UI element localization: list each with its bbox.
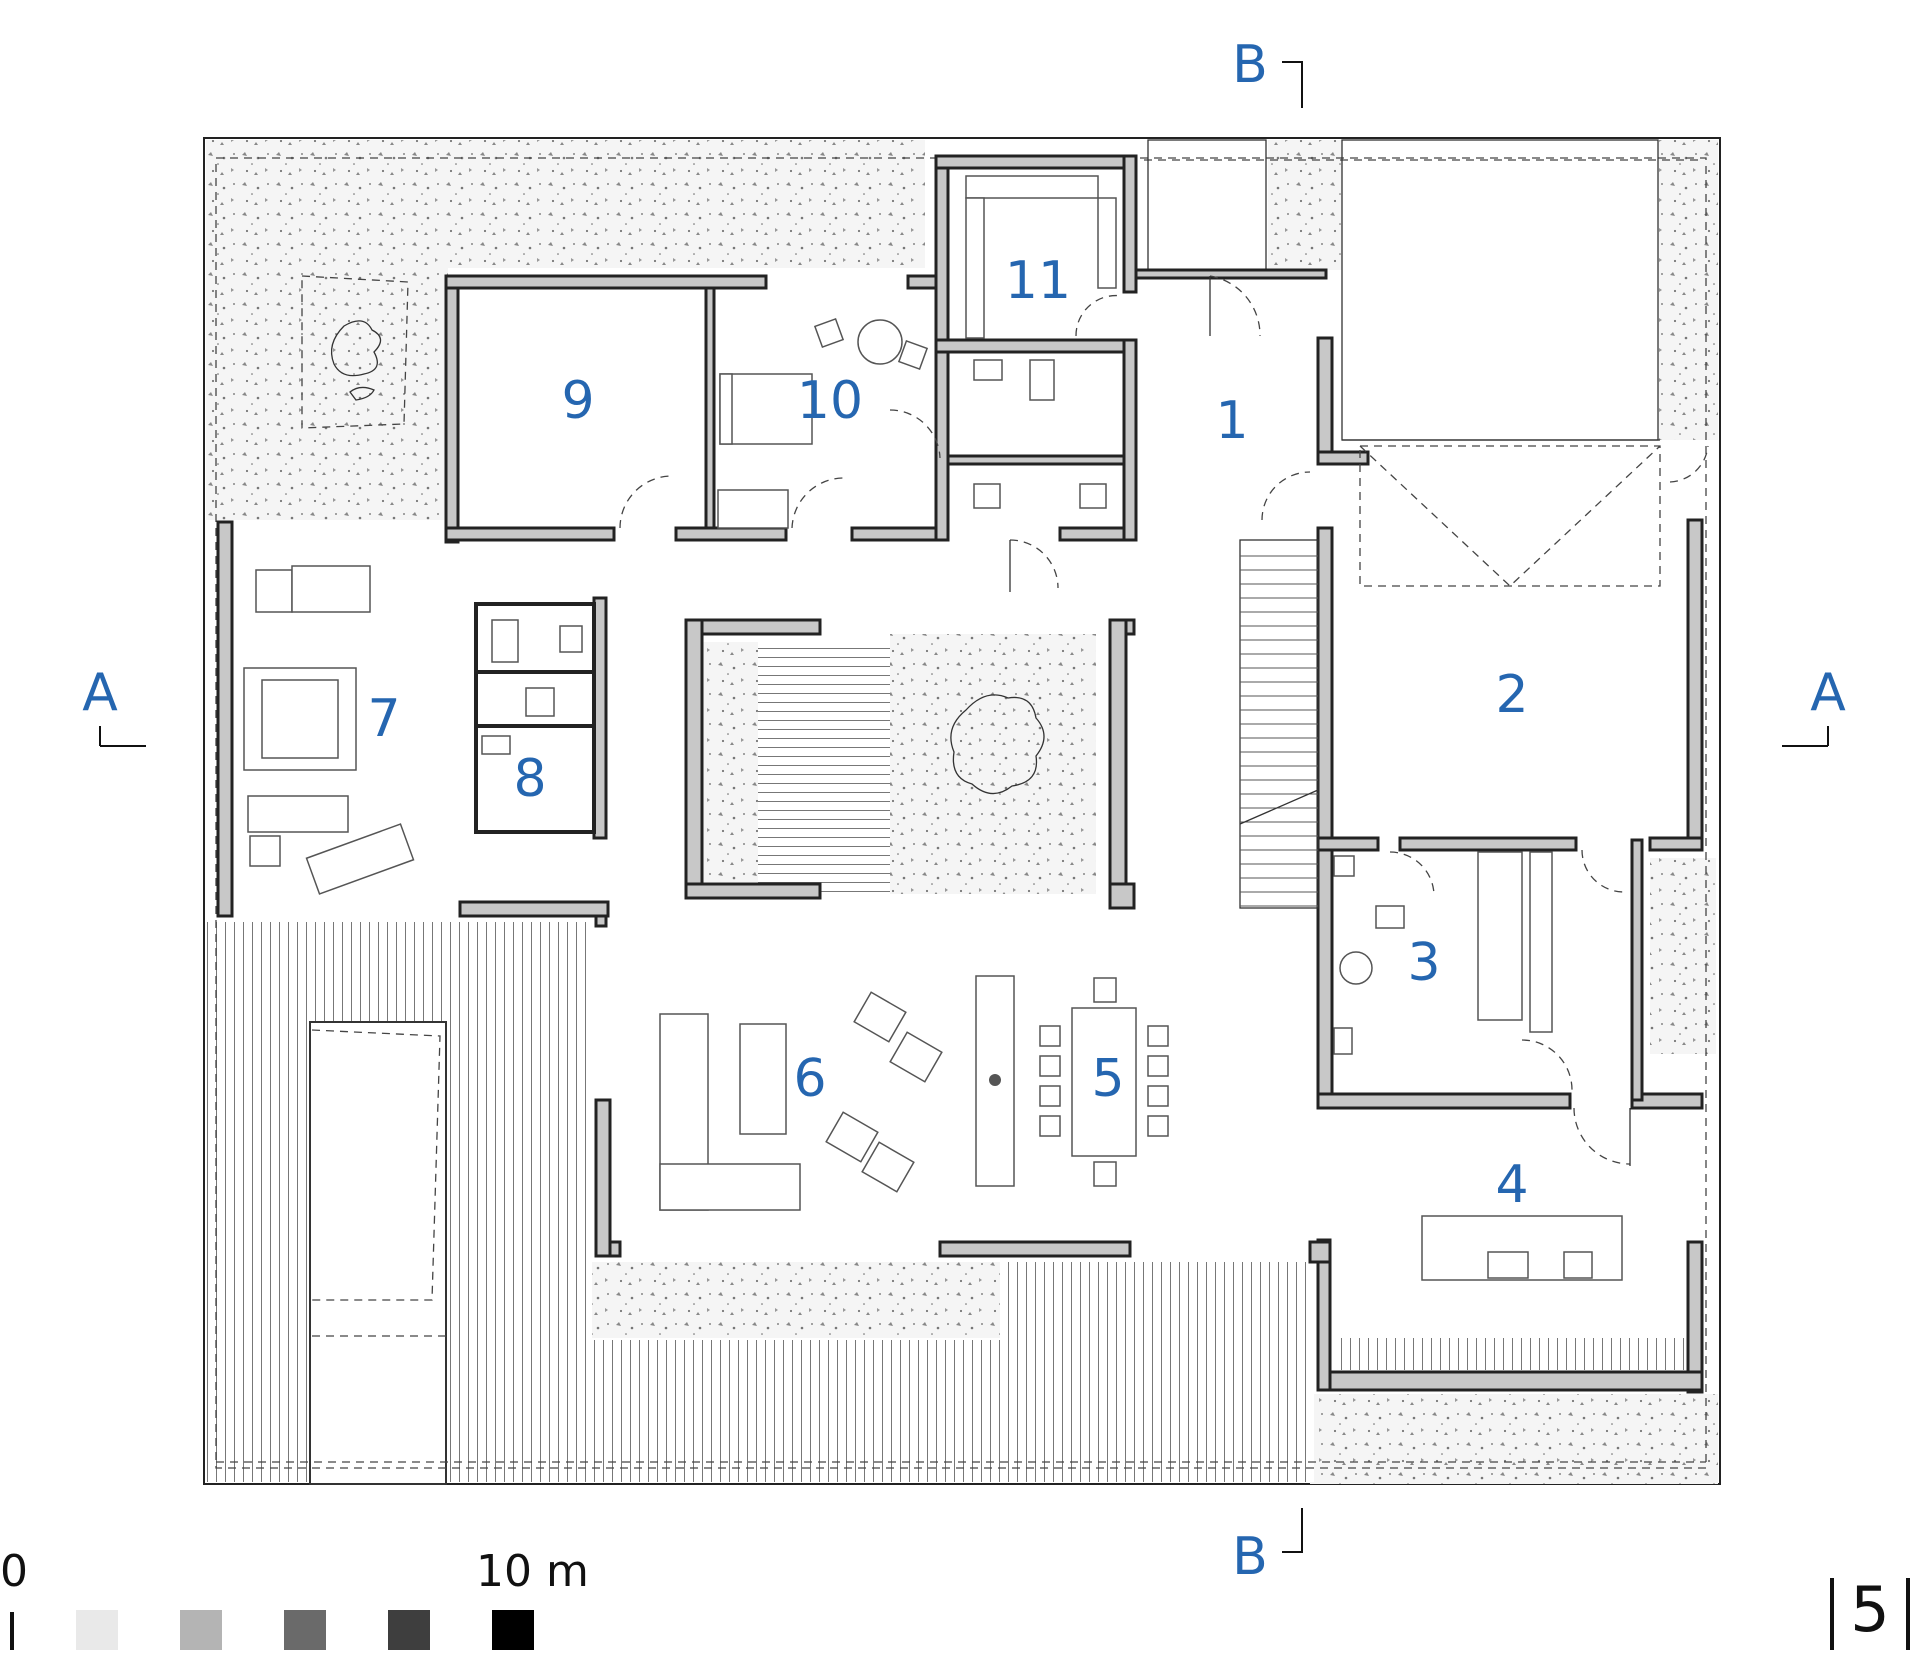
- garden-features: [301, 275, 1045, 795]
- page-number-block: 5: [1830, 1573, 1910, 1650]
- room-label-4: 4: [1495, 1155, 1528, 1215]
- scale-swatch: [180, 1610, 222, 1650]
- room-label-1: 1: [1215, 391, 1248, 451]
- scale-bar: 0 10 m: [0, 1546, 589, 1650]
- room-labels: 1 2 3 4 5 6 7 8 9 10 11: [367, 251, 1528, 1215]
- scale-end-label: 10 m: [476, 1546, 589, 1597]
- section-a-left: A: [82, 663, 118, 723]
- room-label-5: 5: [1091, 1049, 1124, 1109]
- room-label-3: 3: [1407, 933, 1440, 993]
- scale-swatch: [388, 1610, 430, 1650]
- section-markers: A A B B: [82, 35, 1846, 1587]
- room-label-9: 9: [561, 371, 594, 431]
- scale-start-label: 0: [0, 1546, 28, 1597]
- section-b-top: B: [1232, 35, 1268, 95]
- walls: [216, 154, 1704, 1394]
- site-boundary: [203, 137, 1721, 1485]
- door-swings: [619, 275, 1709, 1166]
- room-label-11: 11: [1005, 251, 1071, 311]
- scale-swatch: [284, 1610, 326, 1650]
- pool: [309, 1021, 447, 1485]
- room-label-10: 10: [797, 371, 863, 431]
- room-label-8: 8: [513, 749, 546, 809]
- section-a-right: A: [1810, 663, 1846, 723]
- staircase: [1239, 539, 1319, 909]
- room-label-7: 7: [367, 689, 400, 749]
- room-label-6: 6: [793, 1049, 826, 1109]
- furniture: [243, 175, 1623, 1281]
- section-b-bottom: B: [1232, 1527, 1268, 1587]
- scale-swatch: [76, 1610, 118, 1650]
- room-label-2: 2: [1495, 665, 1528, 725]
- page-number: 5: [1850, 1573, 1889, 1646]
- scale-swatch: [492, 1610, 534, 1650]
- garage-door: [1359, 445, 1661, 587]
